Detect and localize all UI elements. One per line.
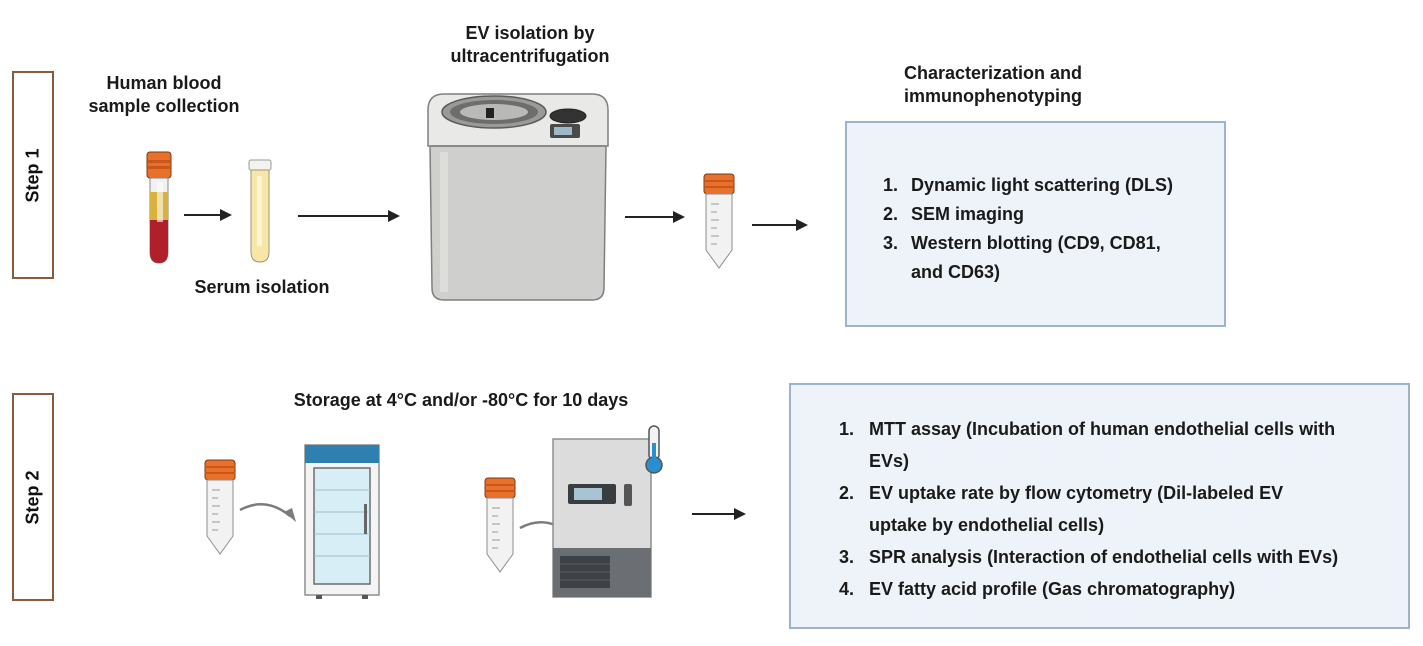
thermometer-icon xyxy=(645,425,663,474)
ev-isolation-label: EV isolation by ultracentrifugation xyxy=(450,23,610,66)
list-item: 3. Western blotting (CD9, CD81, and CD63… xyxy=(883,233,1161,282)
storage-label: Storage at 4°C and/or -80°C for 10 days xyxy=(293,390,629,410)
freezer-icon xyxy=(552,438,652,598)
list-item: 4. EV fatty acid profile (Gas chromatogr… xyxy=(839,579,1236,599)
arrow-tube-to-characterization xyxy=(752,219,808,231)
serum-tube-icon xyxy=(248,159,272,263)
list-item: 3. SPR analysis (Interaction of endothel… xyxy=(839,547,1339,567)
step2-label: Step 2 xyxy=(22,469,43,525)
list-item: 1. MTT assay (Incubation of human endoth… xyxy=(839,419,1336,471)
step2-box: Step 2 xyxy=(12,393,54,601)
conical-tube-icon xyxy=(703,173,735,269)
curved-arrow-to-fridge xyxy=(239,503,296,522)
step1-box: Step 1 xyxy=(12,71,54,279)
conical-tube-icon xyxy=(204,459,236,555)
arrow-serum-to-centrifuge xyxy=(298,210,400,222)
arrow-centrifuge-to-tube xyxy=(625,211,685,223)
list-item: 1. Dynamic light scattering (DLS) xyxy=(883,175,1174,195)
characterization-list: 1. Dynamic light scattering (DLS) 2. SEM… xyxy=(883,171,1213,287)
characterization-panel: 1. Dynamic light scattering (DLS) 2. SEM… xyxy=(845,121,1226,327)
list-item: 2. EV uptake rate by flow cytometry (Dil… xyxy=(839,483,1284,535)
assays-list: 1. MTT assay (Incubation of human endoth… xyxy=(839,413,1399,605)
arrow-blood-to-serum xyxy=(184,209,232,221)
step1-label: Step 1 xyxy=(22,147,43,203)
blood-collection-label: Human blood sample collection xyxy=(88,73,240,116)
list-item: 2. SEM imaging xyxy=(883,204,1025,224)
assays-panel: 1. MTT assay (Incubation of human endoth… xyxy=(789,383,1410,629)
centrifuge-icon xyxy=(427,93,609,301)
refrigerator-icon xyxy=(304,444,380,599)
blood-tube-icon xyxy=(146,151,172,264)
conical-tube-icon xyxy=(484,477,516,573)
arrow-freezer-to-assays xyxy=(692,508,746,520)
characterization-label: Characterization and immunophenotyping xyxy=(903,63,1083,106)
serum-isolation-label: Serum isolation xyxy=(194,277,330,297)
